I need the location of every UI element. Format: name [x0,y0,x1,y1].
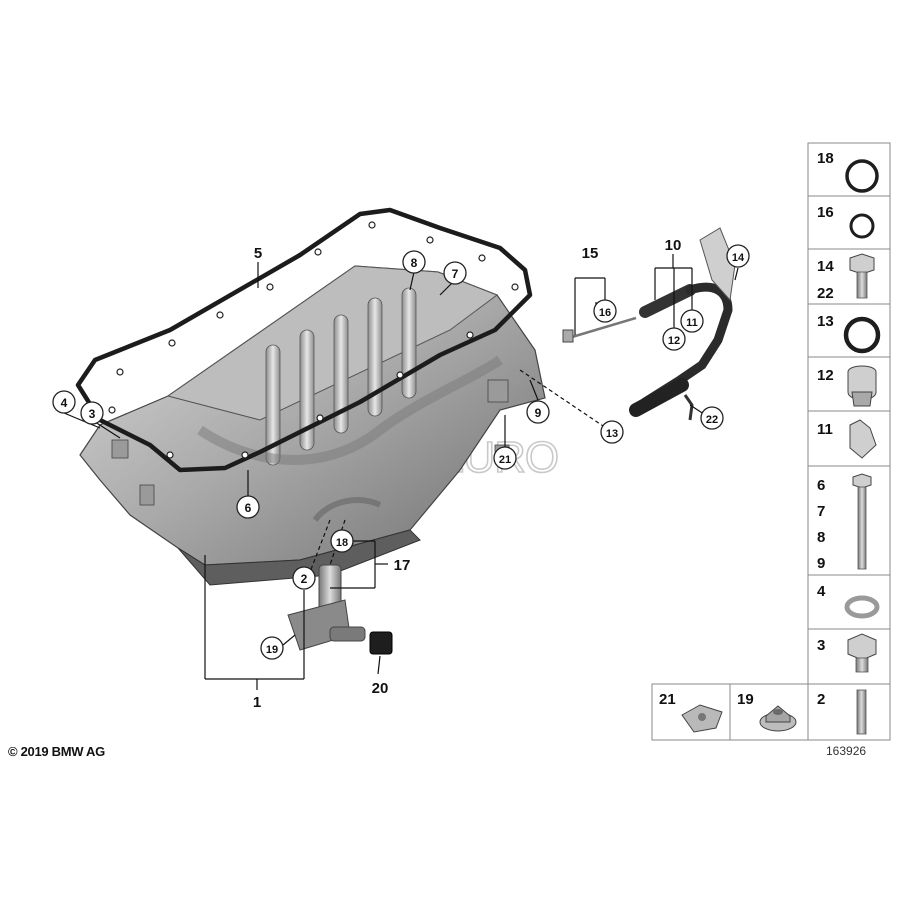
svg-text:13: 13 [606,428,618,440]
svg-text:2: 2 [301,572,308,586]
clip-nut-icon [681,704,723,733]
clip-12-icon [847,365,877,407]
drain-plug-icon [847,633,877,673]
svg-text:21: 21 [499,454,511,466]
callout-18: 18 [330,529,354,553]
legend-label-7: 7 [817,503,825,520]
svg-text:11: 11 [686,317,698,329]
callout-5: 5 [254,245,262,262]
diagram-number: 163926 [826,744,867,758]
svg-text:16: 16 [599,307,611,319]
stud-bolt-icon [856,689,867,735]
o-ring-16-icon [849,213,875,239]
svg-text:4: 4 [61,396,68,410]
legend-label-4: 4 [817,583,826,600]
callout-6: 6 [236,495,260,519]
long-bolt-icon [852,473,872,570]
oil-pan-gasket [75,207,533,473]
svg-text:3: 3 [89,407,96,421]
callout-1: 1 [253,694,261,711]
svg-text:22: 22 [706,414,718,426]
clip-11-icon [849,419,877,459]
sealing-washer-icon [844,595,880,619]
callout-12: 12 [662,327,686,351]
callout-14: 14 [726,244,750,268]
legend-label-14: 14 [817,258,834,275]
legend-label-22: 22 [817,285,834,302]
svg-text:14: 14 [732,252,745,264]
callout-9: 9 [526,400,550,424]
legend-label-18: 18 [817,150,834,167]
parts-legend: 18 16 14 22 13 12 11 6 7 8 9 [651,142,891,741]
callout-20: 20 [372,680,389,697]
legend-label-21: 21 [659,691,676,708]
callout-17: 17 [394,557,411,574]
svg-text:7: 7 [452,267,459,281]
o-ring-13-icon [843,316,881,354]
copyright-text: © 2019 BMW AG [8,744,105,759]
legend-label-2: 2 [817,691,825,708]
leader-lines [63,254,739,690]
callout-11: 11 [680,309,704,333]
legend-label-3: 3 [817,637,825,654]
callout-4: 4 [52,390,76,414]
svg-text:9: 9 [535,406,542,420]
callout-10: 10 [665,237,682,254]
legend-label-9: 9 [817,555,825,572]
legend-label-12: 12 [817,367,834,384]
callout-2: 2 [292,566,316,590]
legend-label-11: 11 [817,421,833,438]
callout-15: 15 [582,245,599,262]
svg-text:8: 8 [411,256,418,270]
callout-8: 8 [402,250,426,274]
flange-nut-icon [759,705,797,732]
callout-13: 13 [600,420,624,444]
callout-21: 21 [493,446,517,470]
svg-text:19: 19 [266,644,278,656]
callout-22: 22 [700,406,724,430]
callout-16: 16 [593,299,617,323]
svg-text:12: 12 [668,335,680,347]
o-ring-18-icon [845,159,879,193]
svg-text:18: 18 [336,537,348,549]
legend-label-8: 8 [817,529,825,546]
oil-pan [79,265,546,586]
legend-label-16: 16 [817,204,834,221]
callout-7: 7 [443,261,467,285]
callout-19: 19 [260,636,284,660]
gasket-bolt-holes [108,221,519,459]
svg-text:6: 6 [245,501,252,515]
dipstick-parts [562,227,736,421]
hex-bolt-icon [849,253,875,299]
legend-label-19: 19 [737,691,754,708]
legend-label-13: 13 [817,313,834,330]
callout-3: 3 [80,401,104,425]
legend-label-6: 6 [817,477,825,494]
